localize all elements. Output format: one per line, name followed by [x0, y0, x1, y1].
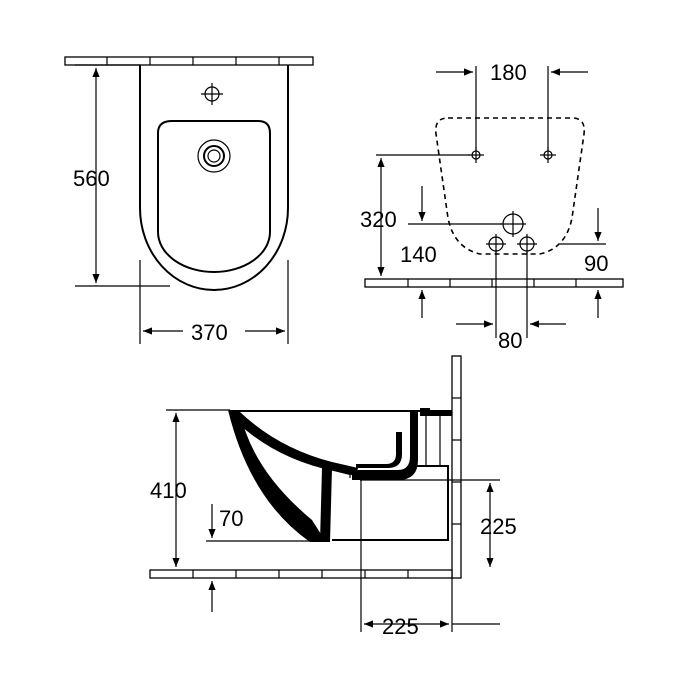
dim-outlet-height-225: 225	[480, 483, 517, 567]
dim-inlet-height-140: 140	[400, 186, 437, 318]
dim-width-label: 370	[191, 320, 228, 345]
dim-fixing-spacing-label: 180	[490, 60, 527, 85]
top-view: 560 370	[64, 56, 314, 345]
top-bidet-outline	[139, 65, 289, 291]
top-wall-strip	[64, 56, 314, 66]
dim-width-370: 370	[139, 260, 289, 345]
side-bidet-profile	[228, 408, 452, 542]
dim-length-560: 560	[73, 64, 170, 287]
dim-fixing-height-320: 320	[360, 158, 397, 276]
dim-inlet-height-label: 140	[400, 242, 437, 267]
wall-floor-strip	[364, 278, 624, 288]
wall-view: 180 320 140 90 80	[360, 60, 624, 353]
dim-height-410: 410	[150, 413, 187, 567]
dim-outlet-spacing-80: 80	[456, 320, 566, 353]
side-view: 410 70 225 225	[149, 355, 517, 639]
dim-height-label: 410	[150, 478, 187, 503]
wall-dashed-outline	[434, 117, 586, 255]
dim-side-outlet-height-label: 225	[480, 514, 517, 539]
dim-fixing-height-label: 320	[360, 207, 397, 232]
dim-floor-clearance-70: 70	[208, 504, 243, 612]
side-wall	[451, 355, 462, 579]
tap-hole-icon	[201, 83, 223, 105]
dim-fixing-spacing-180: 180	[436, 60, 588, 85]
dim-outlet-depth-225: 225	[364, 614, 500, 639]
top-bowl	[157, 120, 271, 273]
outlet-icon	[500, 211, 526, 237]
dim-outlet-height-90: 90	[584, 208, 608, 318]
side-floor-strip	[149, 569, 453, 579]
dim-length-label: 560	[73, 166, 110, 191]
dim-floor-clearance-label: 70	[219, 506, 243, 531]
dim-outlet-depth-label: 225	[382, 614, 419, 639]
dim-outlet-height-label: 90	[584, 251, 608, 276]
dim-outlet-spacing-label: 80	[498, 328, 522, 353]
drain-icon	[197, 139, 231, 173]
